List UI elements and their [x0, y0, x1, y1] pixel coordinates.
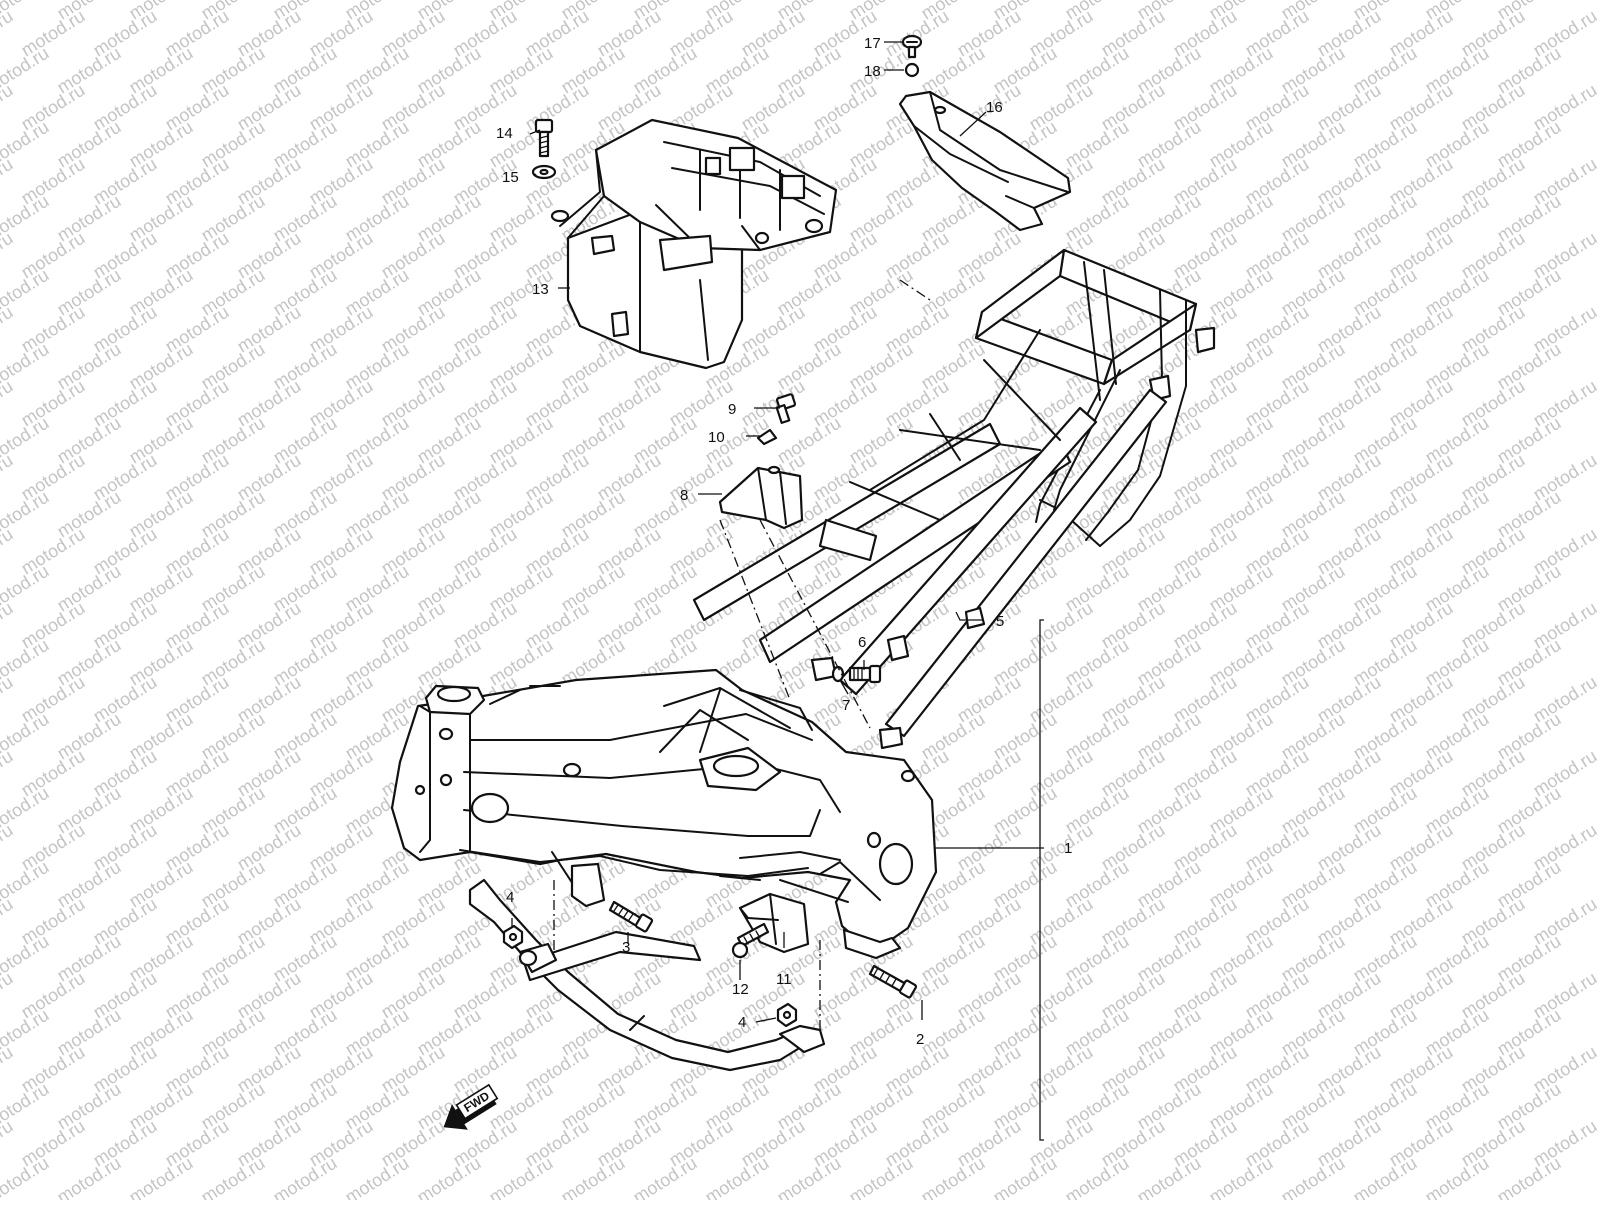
- watermark-text: motod.ru: [0, 524, 16, 579]
- watermark-text: motod.ru: [54, 1153, 125, 1200]
- watermark-text: motod.ru: [846, 1153, 917, 1200]
- watermark-text: motod.ru: [1494, 1153, 1565, 1200]
- callout-14: 14: [496, 125, 513, 142]
- bolt-part-6: [848, 664, 882, 684]
- watermark-text: motod.ru: [0, 302, 16, 357]
- battery-holder-part-13: [550, 118, 838, 370]
- callout-6: 6: [858, 634, 866, 651]
- lower-cradle: [468, 878, 826, 1072]
- callout-4-lower: 4: [738, 1014, 746, 1031]
- watermark-text: motod.ru: [0, 6, 16, 61]
- watermark-text: motod.ru: [0, 968, 16, 1023]
- callout-1: 1: [1064, 840, 1072, 857]
- watermark-text: motod.ru: [270, 1153, 341, 1200]
- watermark-text: motod.ru: [1278, 1153, 1349, 1200]
- watermark-text: motod.ru: [0, 154, 16, 209]
- watermark-text: motod.ru: [414, 1153, 485, 1200]
- callout-17: 17: [864, 35, 881, 52]
- watermark-text: motod.ru: [198, 1153, 269, 1200]
- leader-lines: [511, 41, 1044, 1141]
- rear-frame-part-5: [692, 248, 1216, 750]
- callout-12: 12: [732, 981, 749, 998]
- watermark-text: motod.ru: [1422, 1153, 1493, 1200]
- nut-part-4-upper: [502, 924, 524, 950]
- watermark-text: motod.ru: [990, 1153, 1061, 1200]
- watermark-text: motod.ru: [1134, 1153, 1205, 1200]
- screw-part-17: [901, 34, 923, 59]
- watermark-text: motod.ru: [0, 672, 16, 727]
- nut-part-18: [904, 62, 920, 78]
- callout-7: 7: [842, 697, 850, 714]
- assembly-lines: [553, 279, 931, 1030]
- callout-2: 2: [916, 1031, 924, 1048]
- watermark-text: motod.ru: [702, 1153, 773, 1200]
- watermark-text: motod.ru: [0, 820, 16, 875]
- bolt-part-14: [534, 118, 554, 158]
- callout-9: 9: [728, 401, 736, 418]
- callout-13: 13: [532, 281, 549, 298]
- callout-3: 3: [622, 939, 630, 956]
- watermark-text: motod.ru: [918, 1153, 989, 1200]
- callout-18: 18: [864, 63, 881, 80]
- bracket-part-11: [738, 892, 810, 954]
- watermark-text: motod.ru: [630, 1153, 701, 1200]
- bolt-part-2: [868, 964, 918, 999]
- watermark-text: motod.ru: [0, 450, 16, 505]
- watermark-text: motod.ru: [558, 1153, 629, 1200]
- watermark-text: motod.ru: [774, 1153, 845, 1200]
- bracket-part-8: [718, 465, 804, 530]
- callout-5: 5: [996, 613, 1004, 630]
- watermark-text: motod.ru: [1206, 1153, 1277, 1200]
- callout-10: 10: [708, 429, 725, 446]
- bolt-part-12: [731, 922, 770, 959]
- watermark-text: motod.ru: [0, 1116, 16, 1171]
- watermark-text: motod.ru: [1350, 1153, 1421, 1200]
- watermark-text: motod.ru: [126, 1153, 197, 1200]
- forward-arrow-icon: FWD: [443, 1083, 499, 1130]
- watermark-text: motod.ru: [342, 1153, 413, 1200]
- main-frame-part-1: [390, 668, 938, 960]
- nut-part-4-lower: [776, 1002, 798, 1028]
- callout-labels: 1 2 3 4 4 5 6 7 8 9 10 11 12 13 14 15 16…: [496, 35, 1072, 1048]
- watermark-text: motod.ru: [0, 1042, 16, 1097]
- washer-part-10: [756, 428, 778, 446]
- callout-4-upper: 4: [506, 889, 514, 906]
- callout-8: 8: [680, 487, 688, 504]
- watermark-text: motod.ru: [0, 746, 16, 801]
- watermark-text: motod.ru: [486, 1153, 557, 1200]
- watermark-text: motod.ru: [0, 376, 16, 431]
- callout-16: 16: [986, 99, 1003, 116]
- callout-11: 11: [776, 971, 792, 988]
- callout-15: 15: [502, 169, 519, 186]
- watermark-text: motod.ru: [0, 80, 16, 135]
- watermark-text: motod.ru: [0, 228, 16, 283]
- watermark-text: motod.ru: [0, 894, 16, 949]
- watermark-text: motod.ru: [0, 598, 16, 653]
- washer-part-15: [531, 164, 557, 180]
- watermark-text: motod.ru: [1062, 1153, 1133, 1200]
- bolt-part-9: [775, 393, 797, 424]
- bracket-part-16: [898, 90, 1072, 232]
- bolt-part-3: [608, 900, 654, 933]
